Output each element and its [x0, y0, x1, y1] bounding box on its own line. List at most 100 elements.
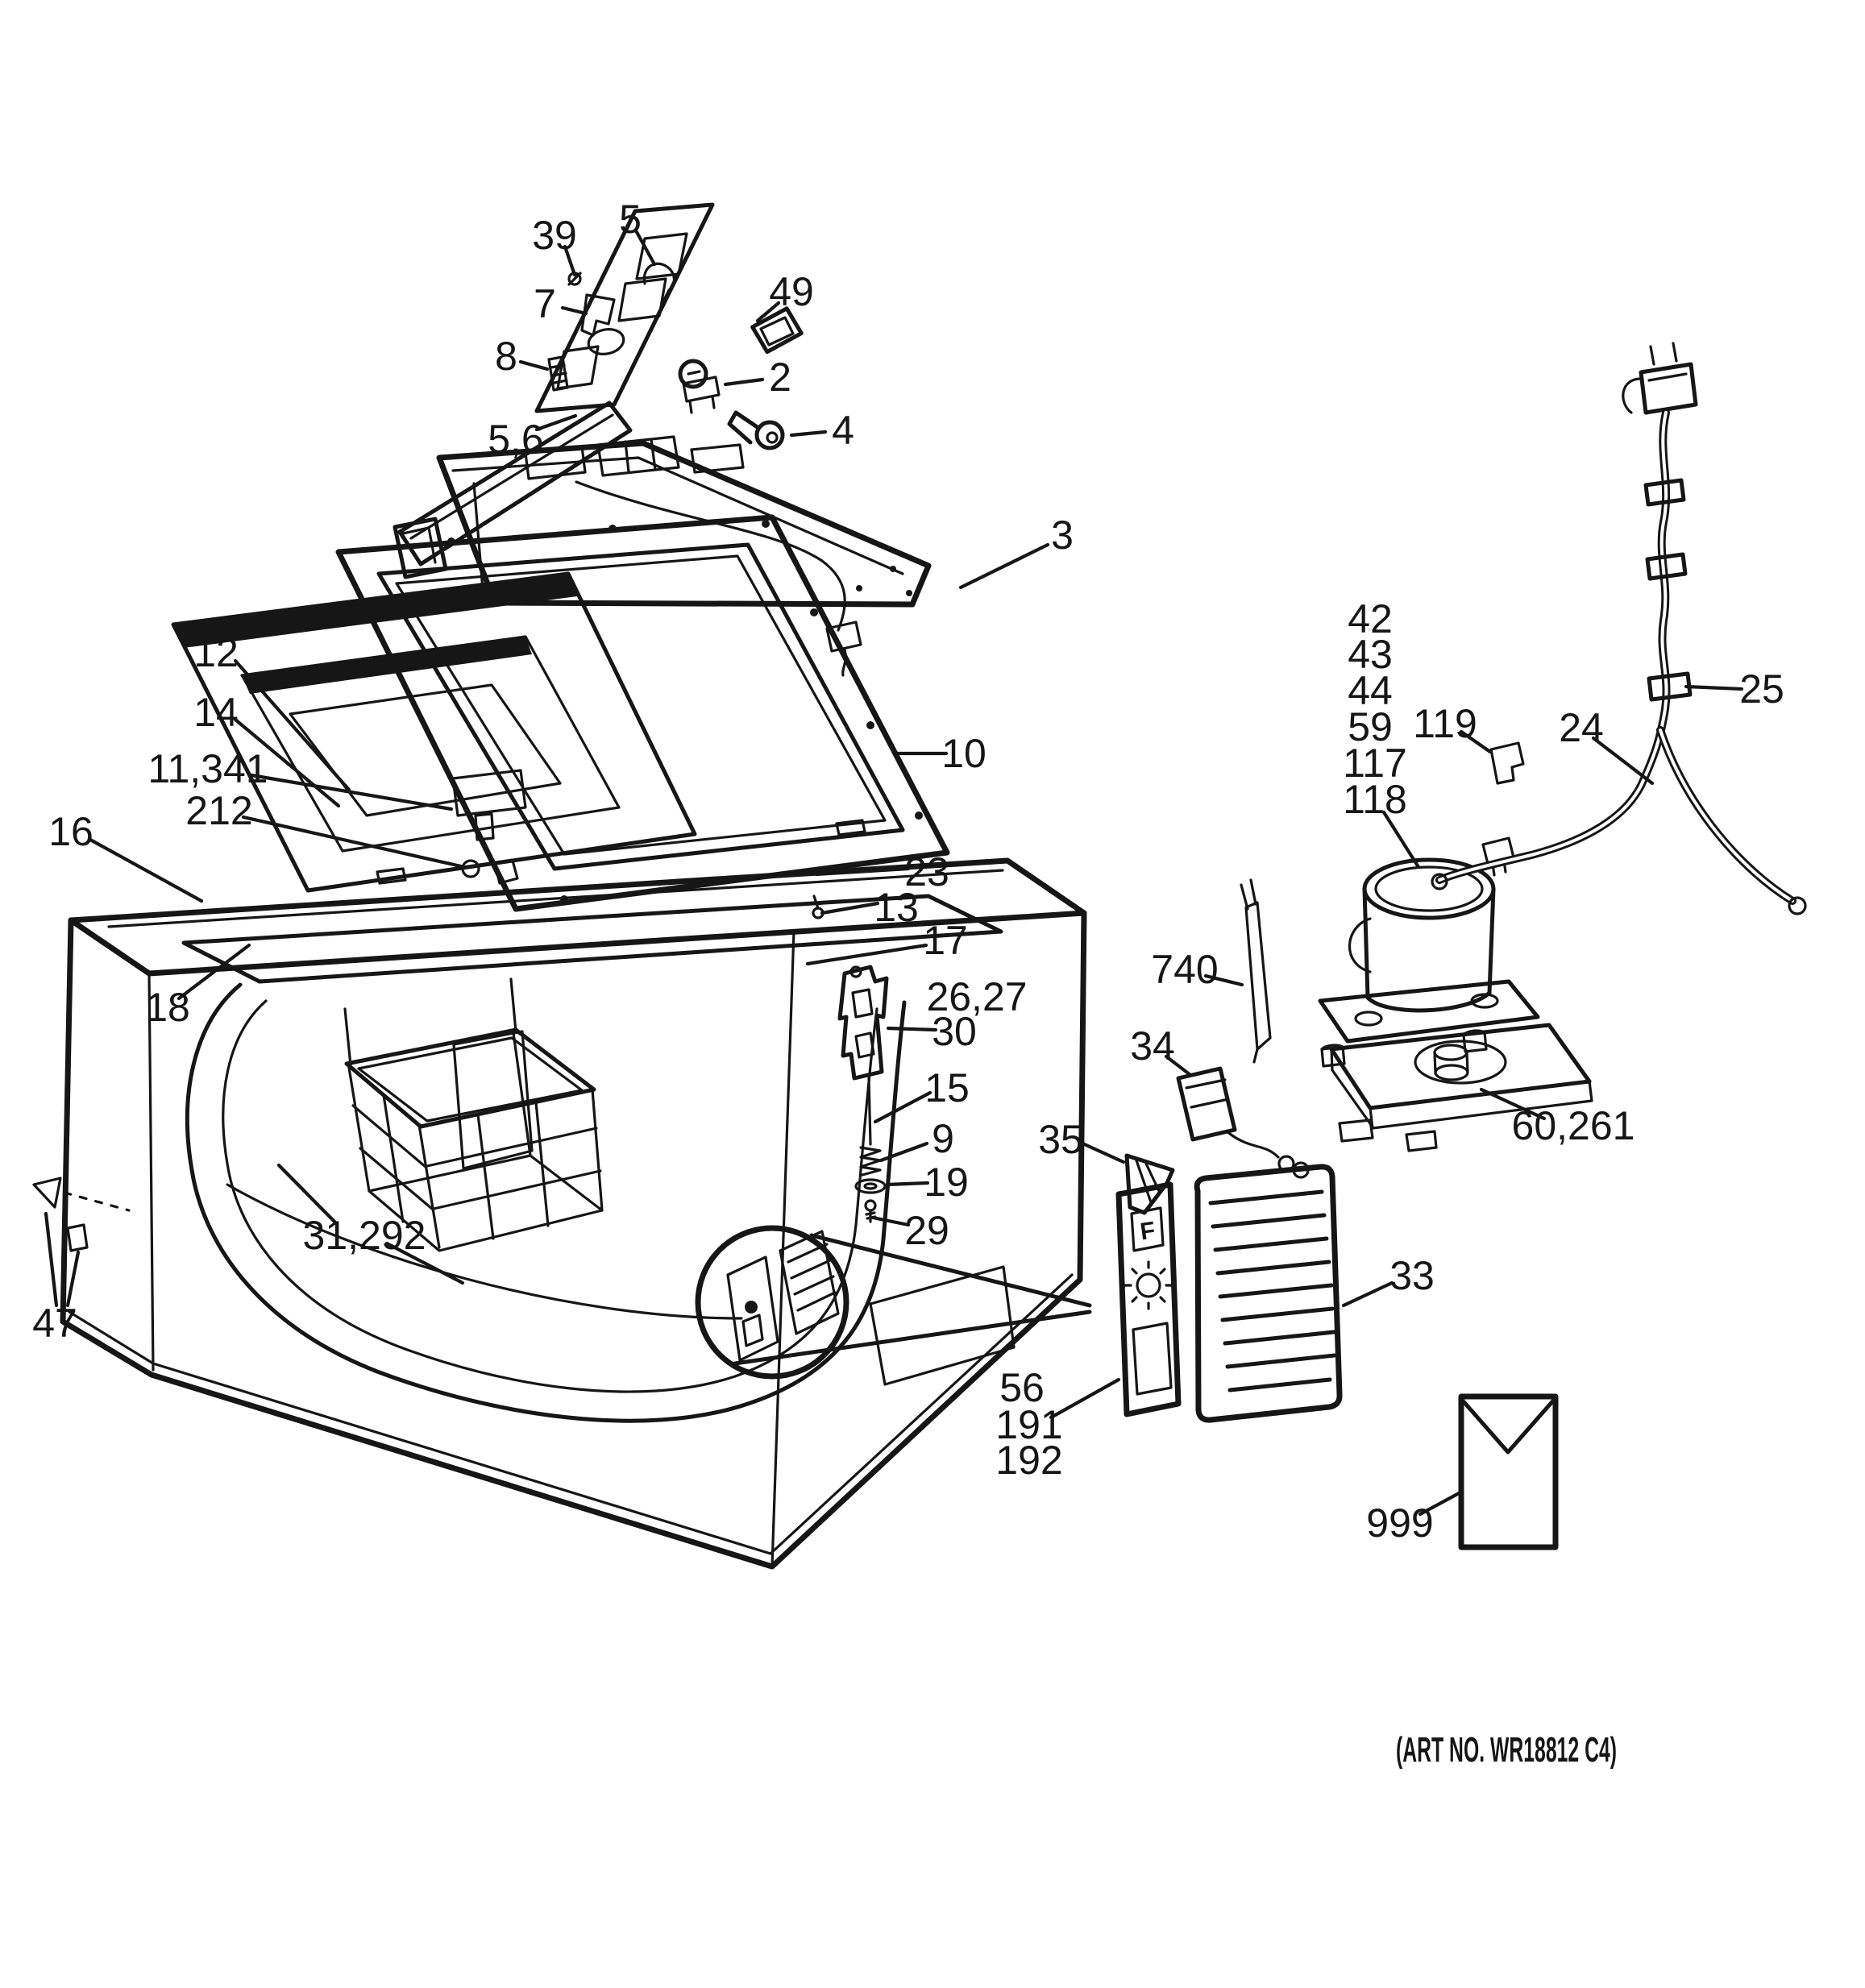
part-label-191: 191 — [995, 1402, 1062, 1447]
leader-line-34 — [1164, 1054, 1193, 1077]
leader-line-11-341 — [249, 773, 454, 811]
part-label-118: 118 — [1343, 777, 1407, 822]
power-cord-drawing — [1431, 342, 1807, 915]
leader-line-3 — [958, 542, 1050, 590]
leader-line-33 — [1341, 1280, 1394, 1308]
thermostat-assembly-drawing — [837, 965, 889, 1223]
leader-line-5-6 — [534, 413, 578, 432]
compressor-assembly-drawing — [1124, 741, 1593, 1215]
envelope-flap-icon — [1459, 1397, 1557, 1455]
part-label-5-6: 5,6 — [488, 417, 544, 462]
part-label-119: 119 — [1413, 701, 1477, 746]
leader-line-17 — [805, 943, 928, 966]
panel-temp-dial-icon — [1124, 1260, 1173, 1310]
part-label-34: 34 — [1130, 1023, 1175, 1069]
part-label-740: 740 — [1151, 947, 1218, 992]
part-label-19: 19 — [924, 1160, 969, 1205]
part-label-192: 192 — [995, 1438, 1062, 1483]
part-label-117: 117 — [1343, 741, 1407, 786]
leader-lines — [44, 230, 1744, 1517]
part-label-49: 49 — [769, 269, 814, 314]
leader-line-8 — [518, 359, 550, 371]
part-label-42: 42 — [1348, 596, 1393, 641]
leader-line-31-292 — [384, 1241, 465, 1285]
part-label-9: 9 — [932, 1116, 954, 1161]
envelope-drawing — [1458, 1393, 1559, 1550]
leader-line-13 — [820, 901, 880, 915]
part-label-56: 56 — [999, 1365, 1045, 1410]
magnifier-circle-icon — [695, 1225, 849, 1380]
leader-line-29 — [870, 1215, 911, 1227]
part-label-14: 14 — [193, 690, 239, 735]
leader-line-25 — [1684, 684, 1744, 691]
lid-liner-panels-drawing — [171, 571, 825, 919]
leader-line-12 — [233, 658, 351, 792]
panel-f-icon: F — [1139, 1217, 1157, 1245]
leader-line-999 — [1418, 1490, 1463, 1517]
leader-line-19 — [885, 1181, 930, 1187]
part-label-39: 39 — [532, 213, 577, 258]
part-label-35: 35 — [1038, 1117, 1083, 1162]
control-panel-detail-drawing: F — [695, 1164, 1343, 1423]
part-label-47: 47 — [32, 1301, 77, 1346]
part-label-26-27: 26,27 — [926, 974, 1027, 1019]
leader-line-5 — [634, 230, 657, 267]
leader-line-18 — [177, 943, 251, 1001]
part-label-2: 2 — [769, 355, 791, 400]
part-label-60-261: 60,261 — [1512, 1103, 1635, 1148]
leader-line-7 — [560, 305, 588, 316]
basket-drawing — [343, 977, 604, 1252]
leader-line-47 — [44, 1211, 59, 1308]
leader-line-740 — [1203, 973, 1244, 987]
part-label-5: 5 — [619, 197, 642, 242]
part-label-11-341: 11,341 — [147, 746, 268, 791]
part-label-25: 25 — [1739, 666, 1784, 712]
leader-line-14 — [233, 717, 341, 808]
leader-line-119 — [1459, 729, 1493, 754]
leader-line-15 — [873, 1090, 932, 1124]
part-label-18: 18 — [145, 985, 190, 1030]
part-label-7: 7 — [534, 281, 556, 326]
part-label-30: 30 — [932, 1009, 977, 1054]
part-label-15: 15 — [924, 1065, 970, 1110]
part-label-33: 33 — [1389, 1253, 1435, 1298]
leader-line-60-261 — [1479, 1087, 1547, 1121]
part-label-8: 8 — [495, 334, 517, 379]
leader-line-23 — [814, 866, 911, 877]
part-label-31-292: 31,292 — [303, 1213, 426, 1258]
part-label-212: 212 — [185, 788, 252, 833]
part-label-24: 24 — [1559, 705, 1604, 750]
part-label-12: 12 — [193, 630, 239, 675]
leader-line-191 — [1049, 1377, 1121, 1420]
lid-gasket-frame-drawing — [335, 514, 950, 912]
leader-line-4 — [789, 430, 828, 438]
part-label-29: 29 — [904, 1208, 949, 1253]
part-label-10: 10 — [941, 731, 986, 776]
leader-line-35 — [1078, 1140, 1126, 1164]
leader-line-2 — [723, 377, 765, 387]
part-label-17: 17 — [923, 918, 968, 963]
part-label-4: 4 — [832, 408, 854, 453]
part-label-3: 3 — [1051, 513, 1074, 558]
leader-line-39 — [563, 244, 577, 277]
leader-line-49 — [755, 301, 781, 323]
leader-line-212 — [241, 815, 463, 869]
leader-line-9 — [879, 1141, 929, 1163]
part-label-13: 13 — [874, 885, 919, 930]
part-label-23: 23 — [904, 849, 949, 894]
part-label-44: 44 — [1348, 668, 1393, 713]
part-label-43: 43 — [1348, 632, 1393, 677]
leader-line-16 — [88, 837, 204, 903]
leader-line-24 — [1591, 736, 1655, 786]
leader-line-30 — [886, 1026, 938, 1032]
leader-line-31-292 — [276, 1163, 339, 1226]
leader-line-47 — [65, 1250, 81, 1308]
art-number-text: (ART NO. WR18812 C4) — [1396, 1730, 1617, 1770]
part-label-59: 59 — [1348, 704, 1393, 749]
part-label-16: 16 — [48, 809, 93, 854]
part-label-999: 999 — [1366, 1500, 1433, 1546]
